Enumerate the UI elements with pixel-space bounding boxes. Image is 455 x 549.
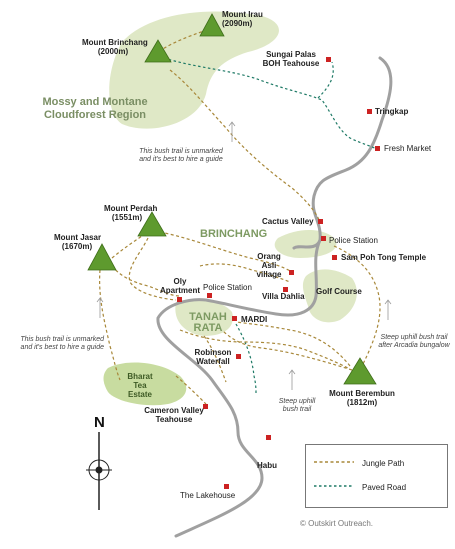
- marker-lakehouse: [224, 484, 229, 489]
- marker-fresh-market: [375, 146, 380, 151]
- credit: © Outskirt Outreach.: [300, 519, 374, 528]
- label-tringkap: Tringkap: [375, 107, 409, 116]
- marker-orang-asli: [289, 270, 294, 275]
- jungle-path-golf-arcadia: [333, 245, 381, 367]
- note-steep-uphill: Steep uphill bush trail: [278, 398, 316, 414]
- label-bharat: Bharat Tea Estate: [127, 372, 153, 400]
- marker-police-tanah-rata: [207, 293, 212, 298]
- label-golf-course: Golf Course: [316, 287, 362, 296]
- label-mount-perdah: Mount Perdah(1551m): [104, 204, 158, 223]
- label-sam-poh: Sam Poh Tong Temple: [341, 253, 427, 262]
- jungle-path-brinchang-bush-trail: [169, 69, 321, 223]
- marker-cactus-valley: [318, 219, 323, 224]
- marker-robinson: [236, 354, 241, 359]
- compass-north-label: N: [94, 414, 105, 431]
- main-road: [156, 56, 393, 538]
- label-cactus-valley: Cactus Valley: [262, 217, 314, 226]
- label-sungai-palas: Sungai Palas BOH Teahouse: [262, 50, 320, 69]
- jungle-path-irau-brinchang: [157, 27, 213, 53]
- marker-cameron-valley: [203, 404, 208, 409]
- label-police-brinchang: Police Station: [329, 236, 378, 245]
- label-villa-dahlia: Villa Dahlia: [262, 292, 305, 301]
- marker-sam-poh: [332, 255, 337, 260]
- marker-habu: [266, 435, 271, 440]
- note-steep-arcadia: Steep uphill bush trail after Arcadia bu…: [378, 334, 450, 350]
- label-habu: Habu: [257, 461, 277, 470]
- peak-mount-jasar: [87, 243, 117, 271]
- label-mount-berembun: Mount Berembun(1812m): [329, 389, 395, 408]
- note-bush-trail-2: This bush trail is unmarked and it's bes…: [20, 336, 104, 352]
- label-oly-apartment: Oly Apartment: [160, 277, 201, 296]
- peak-mount-brinchang: [144, 39, 172, 63]
- jungle-path-perdah-orang-asli: [159, 231, 293, 273]
- label-mardi: MARDI: [241, 315, 268, 324]
- jungle-path-jasar-down: [99, 269, 121, 381]
- jungle-path-jasar-tanah-rata: [111, 265, 181, 297]
- peak-mount-berembun: [343, 357, 377, 385]
- marker-police-brinchang: [321, 236, 326, 241]
- jungle-path-berembun-mardi: [235, 321, 351, 367]
- paved-road-swatch: [314, 485, 354, 487]
- marker-mardi: [232, 316, 237, 321]
- label-robinson: Robinson Waterfall: [194, 348, 232, 367]
- jungle-path-bharat: [175, 375, 207, 405]
- peak-mount-perdah: [137, 211, 167, 237]
- label-mount-jasar: Mount Jasar(1670m): [54, 233, 102, 252]
- note-arrow-bush-trail-2: [96, 297, 104, 318]
- label-police-tanah-rata: Police Station: [203, 283, 252, 292]
- cloudforest-region: [109, 11, 279, 129]
- label-mount-irau: Mount Irau(2090m): [222, 10, 263, 29]
- legend-paved-road-label: Paved Road: [362, 483, 407, 492]
- town-brinchang: BRINCHANG: [200, 228, 268, 240]
- legend-paved-road: Paved Road: [312, 483, 442, 497]
- legend: Jungle Path Paved Road: [305, 444, 448, 508]
- note-arrow-steep-uphill: [288, 369, 296, 390]
- compass-icon: [86, 432, 112, 510]
- label-cameron-valley: Cameron Valley Teahouse: [144, 406, 204, 425]
- cloudforest-region-label: Mossy and Montane Cloudforest Region: [42, 96, 148, 121]
- label-lakehouse: The Lakehouse: [180, 491, 236, 500]
- paved-road-boh-branch: [317, 61, 334, 99]
- tanah-rata-green-area: [175, 299, 233, 336]
- legend-jungle-path-label: Jungle Path: [362, 459, 405, 468]
- bharat-tea-estate-area: [103, 362, 187, 406]
- jungle-path-berembun-robinson: [221, 329, 353, 371]
- paved-road-sungai-palas: [163, 57, 379, 151]
- label-orang-asli: Orang Asli village: [256, 252, 282, 280]
- marker-sungai-palas: [326, 57, 331, 62]
- marker-villa-dahlia: [283, 287, 288, 292]
- jungle-path-tanah-rata-south: [203, 335, 227, 383]
- note-arrow-steep-arcadia: [384, 299, 392, 320]
- label-fresh-market: Fresh Market: [384, 144, 432, 153]
- peak-mount-irau: [199, 13, 225, 37]
- town-tanah-rata: TANAH RATA: [189, 311, 227, 334]
- paved-road-mardi: [235, 323, 257, 395]
- jungle-path-swatch: [314, 461, 354, 463]
- marker-oly-apartment: [177, 297, 182, 302]
- label-mount-brinchang: Mount Brinchang(2000m): [82, 38, 148, 57]
- jungle-path-tanah-rata-loop: [179, 329, 349, 369]
- note-bush-trail-1: This bush trail is unmarked and it's bes…: [139, 148, 223, 164]
- note-arrow-bush-trail-1: [228, 121, 236, 142]
- jungle-path-orang-asli-loop: [199, 263, 291, 283]
- marker-tringkap: [367, 109, 372, 114]
- legend-jungle-path: Jungle Path: [312, 459, 442, 473]
